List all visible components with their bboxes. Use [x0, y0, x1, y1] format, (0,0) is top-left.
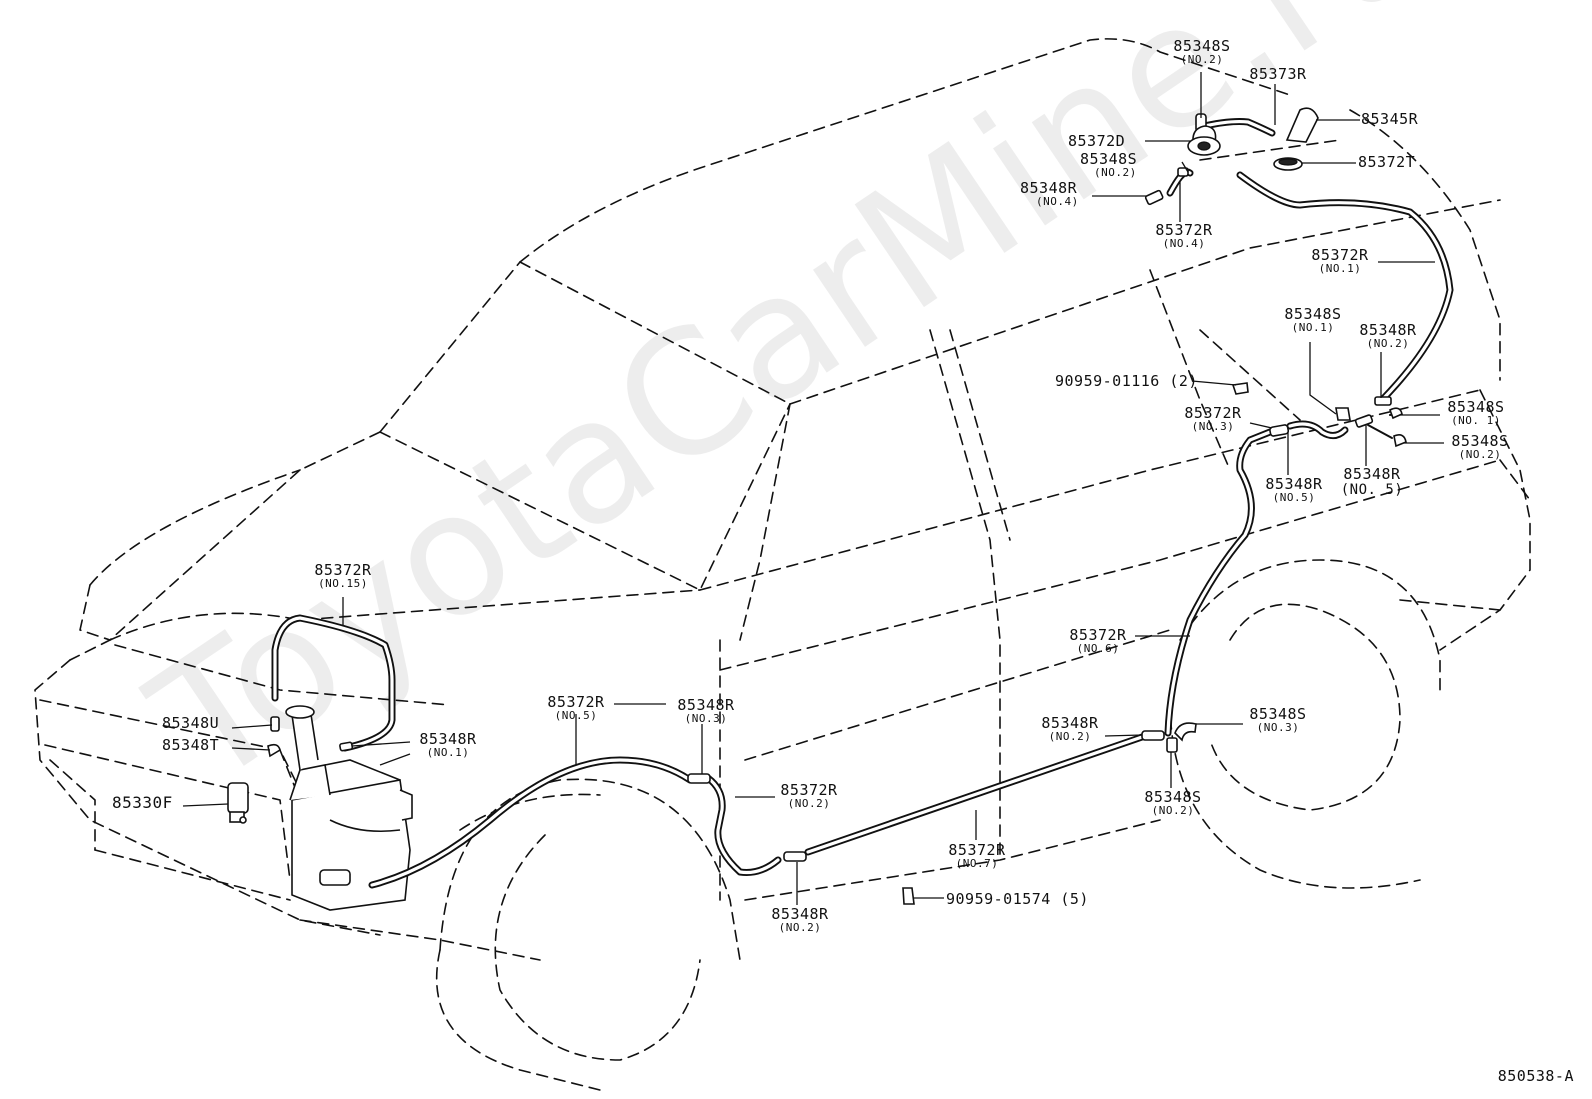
callout-90959-01116: 90959-01116 (2) [1055, 372, 1198, 390]
hoses [271, 118, 1454, 889]
callout-90959-01574: 90959-01574 (5) [946, 890, 1089, 908]
callout-85372R-no2: 85372R(NO.2) [780, 781, 838, 810]
callout-85348R-no2-side: 85348R(NO.2) [1041, 714, 1099, 743]
callout-85372R-no4: 85372R(NO.4) [1155, 221, 1213, 250]
callout-85348S-no2-upper: 85348S(NO.2) [1080, 150, 1138, 179]
callout-85348U: 85348U [162, 714, 220, 732]
callout-85348S-no1-rear: 85348S(NO.1) [1284, 305, 1342, 334]
washer-pump [227, 782, 249, 824]
callout-85348R-no3: 85348R(NO.3) [677, 696, 735, 725]
washer-tank [285, 705, 413, 911]
callout-85372T: 85372T [1358, 153, 1416, 171]
callout-85348S-no2-top: 85348S(NO.2) [1173, 37, 1231, 66]
callout-85348R-no1-front: 85348R(NO.1) [419, 730, 477, 759]
callout-85372R-no1: 85372R(NO.1) [1311, 246, 1369, 275]
callout-85348R-no2-bottom: 85348R(NO.2) [771, 905, 829, 934]
callout-85348R-no5-left: 85348R(NO.5) [1265, 475, 1323, 504]
callout-85345R: 85345R [1361, 110, 1419, 128]
callout-85348R-no4: 85348R(NO.4) [1020, 179, 1079, 208]
callout-85348T: 85348T [162, 736, 220, 754]
callout-85330F: 85330F [112, 793, 173, 812]
callout-85372R-no3: 85372R(NO.3) [1184, 404, 1242, 433]
callout-85348S-no2-lower: 85348S(NO.2) [1144, 788, 1202, 817]
callout-85372R-no15: 85372R(NO.15) [314, 561, 372, 590]
callout-85372R-no6: 85372R(NO.6) [1069, 626, 1127, 655]
fittings [267, 113, 1407, 905]
callout-85348R-no5-right: 85348R(NO. 5) [1340, 465, 1404, 498]
callout-85348S-no2-right: 85348S(NO.2) [1451, 432, 1509, 461]
callout-85348S-no3: 85348S(NO.3) [1249, 705, 1307, 734]
rear-washer-nozzle [1187, 107, 1319, 171]
callout-85372D: 85372D [1068, 132, 1126, 150]
callout-85348R-no2-rear: 85348R(NO.2) [1359, 321, 1417, 350]
callout-85373R: 85373R [1249, 65, 1307, 83]
leader-lines [182, 72, 1444, 905]
callout-85372R-no5: 85372R(NO.5) [547, 693, 605, 722]
callout-85348S-no1-right: 85348S(NO. 1) [1447, 398, 1505, 427]
callout-85372R-no7: 85372R(NO.7) [948, 841, 1006, 870]
figure-code: 850538-A [1497, 1067, 1574, 1085]
